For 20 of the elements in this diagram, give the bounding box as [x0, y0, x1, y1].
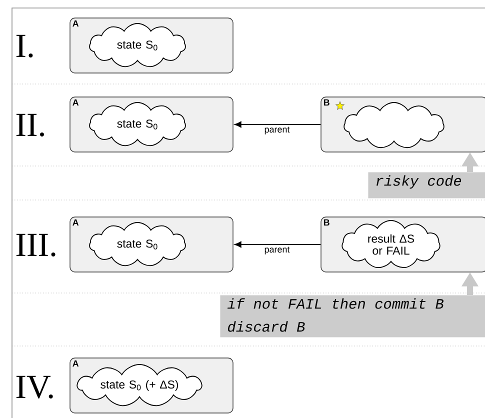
cloud-bubble: state S$_{0}$ [89, 102, 186, 146]
code-note: risky code [368, 172, 485, 198]
cloud-bubble: result ΔS or FAIL [342, 220, 440, 268]
box-letter: A [72, 219, 79, 226]
box-letter: A [72, 99, 79, 106]
box-letter: B [324, 219, 330, 226]
edge-label: parent [263, 246, 291, 256]
step-numeral: III. [16, 234, 56, 256]
step-numeral: II. [16, 114, 44, 136]
code-note: if not FAIL then commit B discard B [220, 295, 485, 338]
box-letter: A [72, 360, 79, 367]
arrow [234, 241, 322, 248]
arrow [234, 121, 322, 128]
cloud-bubble [344, 102, 444, 148]
box-letter: A [72, 20, 79, 27]
step-numeral: I. [16, 34, 33, 58]
cloud-bubble: state S$_{0}$ [89, 23, 186, 68]
box-letter: B [324, 99, 330, 106]
cloud-bubble: state S$_{0}$ [89, 222, 186, 266]
edge-label: parent [263, 126, 291, 136]
